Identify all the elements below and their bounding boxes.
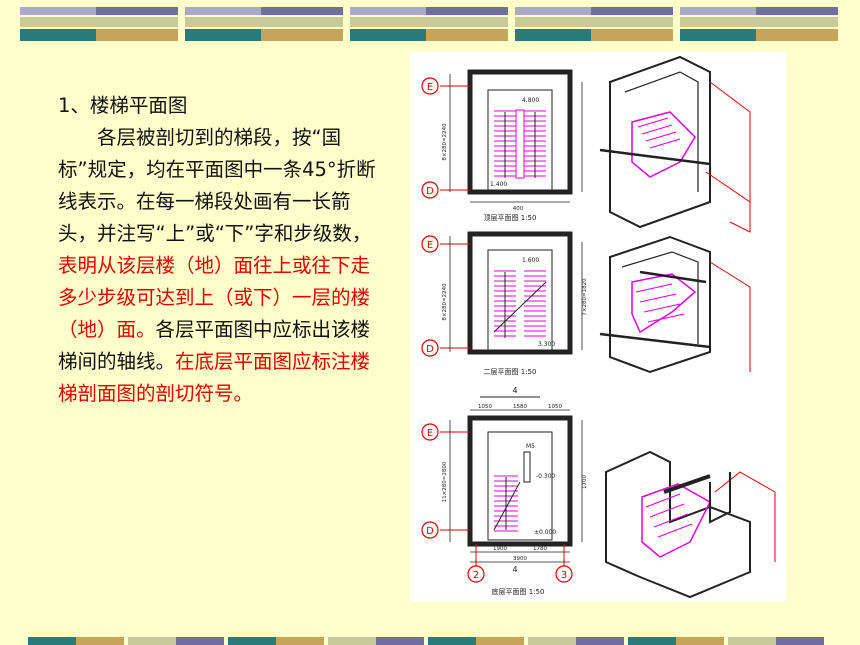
- stair-3d-view-bottom: [605, 450, 776, 599]
- plan-wall: [467, 231, 573, 355]
- axis-bubble: [421, 521, 439, 539]
- lesson-text: 1、楼梯平面图 各层被剖切到的梯段，按“国标”规定，均在平面图中一条45°折断线…: [58, 90, 388, 410]
- bottom-decoration: [28, 637, 828, 645]
- plan-ground-floor: 4 1050 1580 1050 M5 -0.300 ±0.000 E D 11…: [421, 386, 588, 596]
- level-mark: -0.300: [536, 473, 556, 480]
- dim-text: 3900: [513, 556, 527, 562]
- axis-label: 2: [473, 570, 479, 581]
- para-text-1: 各层被剖切到的梯段，按“国标”规定，均在平面图中一条45°折断线表示。在每一梯段…: [58, 126, 376, 245]
- stair-3d-view-top: [599, 55, 751, 233]
- section-mark: 4: [512, 386, 517, 395]
- section-heading: 1、楼梯平面图: [58, 94, 188, 117]
- dim-text: 1700: [582, 475, 588, 489]
- para-text-2: 各层平面图中应标出该楼梯间的轴线。: [58, 318, 371, 373]
- top-decoration: [20, 7, 840, 41]
- dim-text: 1780: [533, 546, 547, 552]
- plan-title: 底层平面图 1:50: [492, 587, 545, 596]
- axis-bubble: [467, 565, 485, 583]
- dim-text: 1050: [548, 404, 562, 410]
- top-bar-segment: [515, 7, 673, 41]
- axis-bubble: [421, 235, 439, 253]
- axis-label: E: [427, 240, 433, 251]
- plan-top-floor: E D 4.800 1.400 8×280=2240 400 顶层平面图 1:5…: [421, 69, 583, 222]
- dim-text: 8×280=2240: [442, 283, 448, 321]
- axis-label: D: [426, 186, 434, 197]
- stair-flight-right: [524, 270, 546, 338]
- axis-bubble: [421, 77, 439, 95]
- axis-label: E: [427, 428, 433, 439]
- level-mark: 1.400: [490, 181, 507, 188]
- level-mark: 1.600: [522, 257, 539, 264]
- plan-second-floor: E D 1.600 3.300 8×280=2240 7×280=1820 二层…: [421, 231, 588, 376]
- level-mark: 3.300: [538, 341, 555, 348]
- stair-3d-view-middle: [599, 235, 751, 374]
- axis-bubble: [421, 181, 439, 199]
- axis-bubble: [555, 565, 573, 583]
- top-bar-segment: [350, 7, 508, 41]
- top-bar-segment: [185, 7, 343, 41]
- stair-drawings-figure: E D 4.800 1.400 8×280=2240 400 顶层平面图 1:5…: [410, 52, 786, 602]
- plan-wall: [467, 69, 573, 195]
- para-text-red-1: 表明从该层楼（地）面往上或往下走多少步级可达到上（或下）一层的楼（地）面。: [58, 254, 371, 341]
- dim-text: 11×280=2800: [442, 461, 448, 502]
- axis-label: 3: [561, 570, 567, 581]
- top-bar-segment: [20, 7, 178, 41]
- plan-wall: [467, 415, 573, 547]
- dim-text: 8×280=2240: [442, 123, 448, 161]
- level-mark: ±0.000: [534, 529, 556, 536]
- axis-label: D: [426, 526, 434, 537]
- dim-text: 7×280=1820: [582, 278, 588, 316]
- dim-text: 1900: [493, 546, 507, 552]
- stair-drawings-svg: E D 4.800 1.400 8×280=2240 400 顶层平面图 1:5…: [421, 55, 776, 599]
- axis-label: E: [427, 82, 433, 93]
- dim-text: 1050: [478, 404, 492, 410]
- body-paragraph: 各层被剖切到的梯段，按“国标”规定，均在平面图中一条45°折断线表示。在每一梯段…: [58, 122, 388, 410]
- plan-title: 二层平面图 1:50: [484, 368, 537, 376]
- dim-text: 400: [513, 206, 524, 212]
- level-mark: 4.800: [522, 97, 539, 104]
- top-bar-segment: [680, 7, 838, 41]
- section-mark: 4: [512, 565, 517, 574]
- axis-bubble: [421, 423, 439, 441]
- dim-text: 1580: [513, 404, 527, 410]
- axis-bubble: [421, 339, 439, 357]
- door-label: M5: [526, 443, 535, 450]
- para-text-red-2: 在底层平面图应标注楼梯剖面图的剖切符号。: [58, 350, 371, 405]
- plan-title: 顶层平面图 1:50: [484, 214, 537, 222]
- axis-label: D: [426, 344, 434, 355]
